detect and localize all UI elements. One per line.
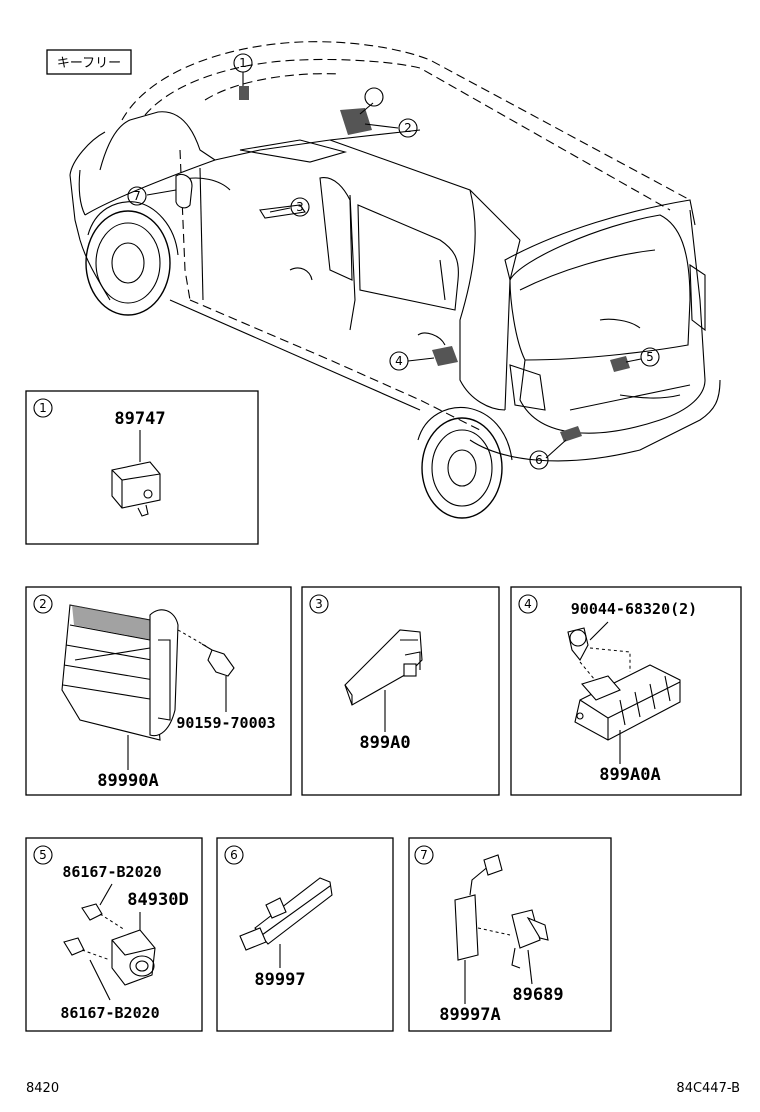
panel-6-index: 6 (230, 848, 238, 862)
part-86167-B2020-bottom: 86167-B2020 (60, 1004, 159, 1022)
panel-2-index: 2 (39, 597, 47, 611)
panel-3: 3 899A0 (301, 586, 500, 796)
callout-9 (364, 87, 384, 107)
receiver-89689-part (511, 909, 549, 969)
callout-5: 5 (640, 347, 660, 367)
panel-4: 4 90044-68320(2) 899A0A (510, 586, 742, 796)
callout-6: 6 (529, 450, 549, 470)
svg-text:2: 2 (404, 121, 412, 135)
footer-right-code: 84C447-B (676, 1081, 740, 1096)
panel-7: 7 89997A 89689 (408, 837, 612, 1032)
screw-86167-top (81, 903, 126, 931)
clip-90044-68320 (567, 627, 589, 661)
antenna-89997-part (239, 877, 333, 951)
callout-2: 2 (398, 118, 418, 138)
part-84930D: 84930D (127, 890, 188, 910)
switch-84930D-part (111, 929, 156, 986)
part-89747: 89747 (114, 409, 165, 429)
panel-3-index: 3 (315, 597, 323, 611)
antenna-899A0-part (344, 629, 423, 706)
keyfree-tag: キーフリー (46, 49, 132, 75)
svg-text:4: 4 (395, 354, 403, 368)
panel-7-index: 7 (420, 848, 428, 862)
screw-86167-bottom (63, 937, 111, 961)
part-899A0A: 899A0A (599, 765, 660, 785)
part-89997A: 89997A (439, 1005, 500, 1025)
part-86167-B2020-top: 86167-B2020 (62, 863, 161, 881)
panel-1: 1 89747 (25, 390, 259, 545)
antenna-899A0A-part (574, 664, 681, 741)
part-90044-68320: 90044-68320(2) (571, 600, 697, 618)
svg-text:7: 7 (133, 189, 141, 203)
part-899A0: 899A0 (359, 733, 410, 753)
part-89689: 89689 (512, 985, 563, 1005)
control-unit-part (61, 604, 179, 741)
keyless-relay-part (111, 461, 161, 517)
panel-1-index: 1 (39, 401, 47, 415)
part-89990A: 89990A (97, 771, 158, 791)
part-89997: 89997 (254, 970, 305, 990)
antenna-89997A-part (454, 854, 503, 961)
callout-4: 4 (389, 351, 409, 371)
part-90159-70003: 90159-70003 (176, 714, 275, 732)
vehicle-illustration (69, 41, 721, 519)
panel-4-index: 4 (524, 597, 532, 611)
panel-5: 5 86167-B2020 84930D 86167-B2020 (25, 837, 203, 1032)
panel-2: 2 90159-70003 89990A (25, 586, 292, 796)
callout-7: 7 (127, 186, 147, 206)
bolt-90159-70003 (177, 629, 235, 677)
footer-left-code: 8420 (26, 1081, 59, 1096)
svg-text:5: 5 (646, 350, 654, 364)
keyfree-tag-label: キーフリー (57, 56, 121, 71)
callout-1: 1 (233, 53, 253, 73)
svg-text:3: 3 (296, 200, 304, 214)
svg-text:6: 6 (535, 453, 543, 467)
svg-text:1: 1 (239, 56, 247, 70)
callout-3: 3 (290, 197, 310, 217)
panel-5-index: 5 (39, 848, 47, 862)
panel-6: 6 89997 (216, 837, 394, 1032)
